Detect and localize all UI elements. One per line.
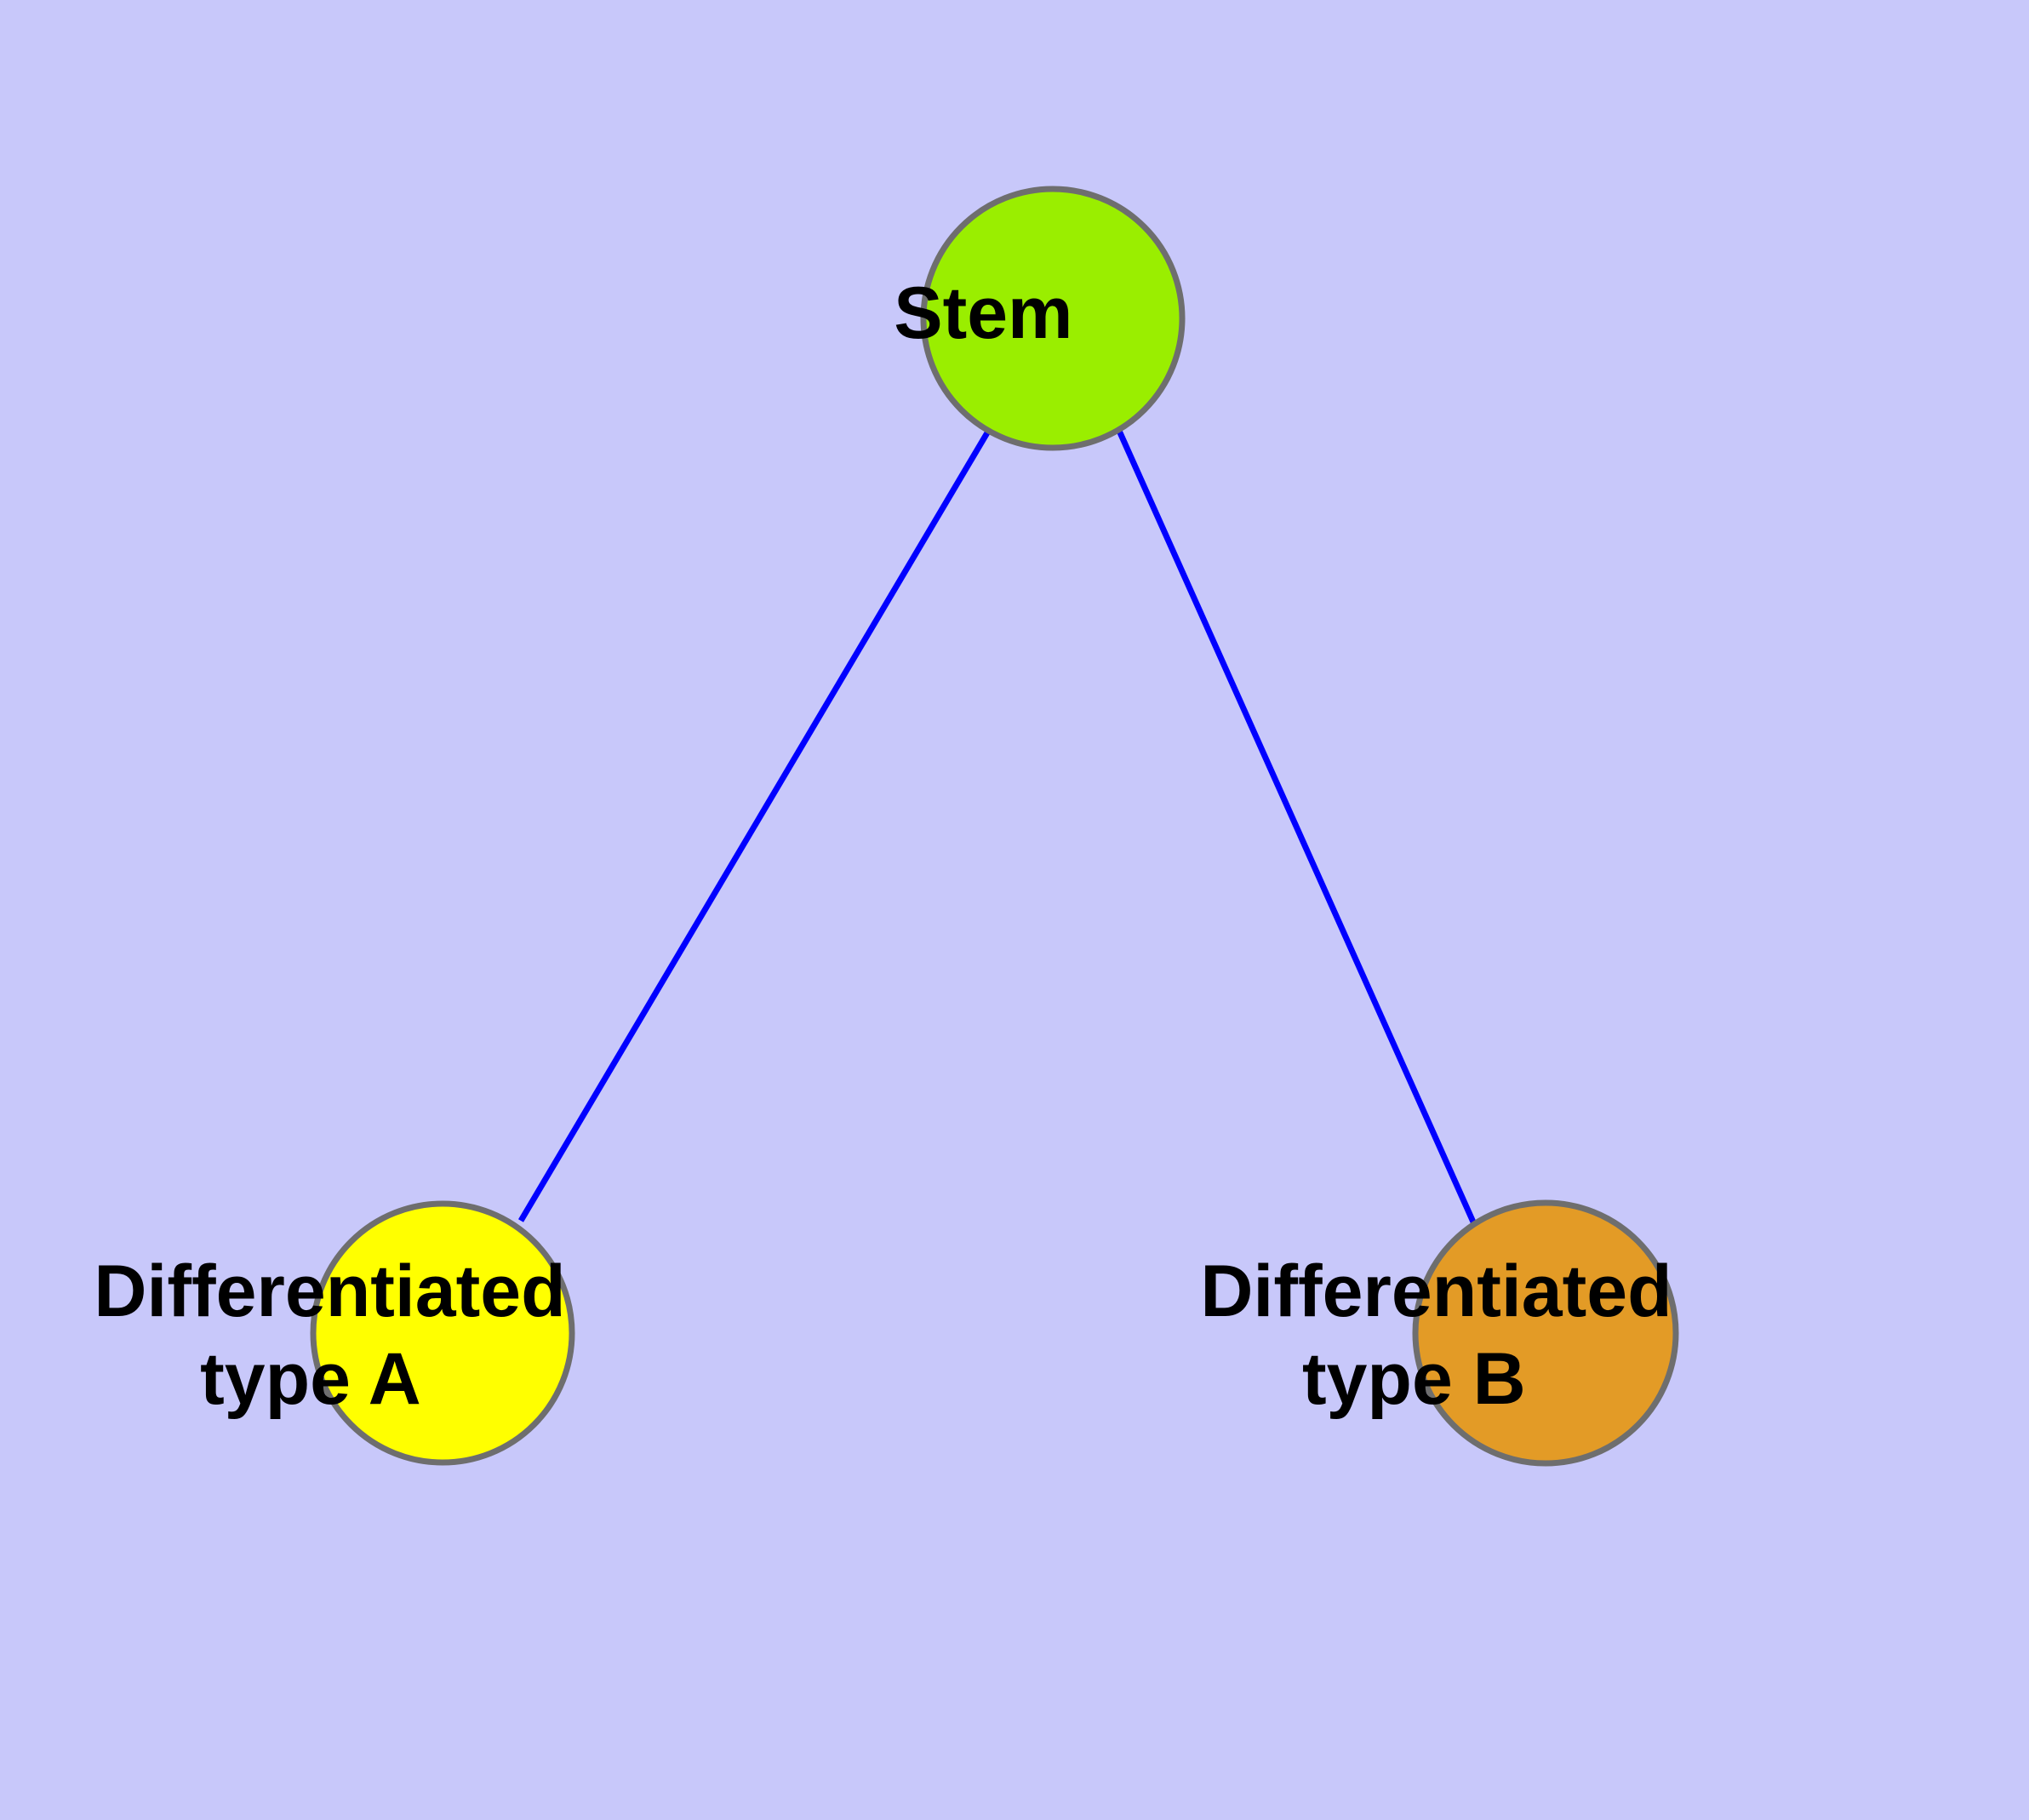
node-diff-a-circle[interactable] (310, 1200, 575, 1466)
node-diff-a-label: Differentiated type A (94, 1251, 748, 1420)
node-diff-a-label-line-1: Differentiated (94, 1251, 565, 1332)
node-layer (310, 186, 1679, 1467)
node-diff-b-label-line-2: type B (1302, 1338, 1526, 1420)
node-stem[interactable] (920, 186, 1186, 451)
node-diff-b-label-line-1: Differentiated (1200, 1251, 1672, 1332)
edge-stem-to-diff-a[interactable] (517, 428, 992, 1222)
node-diff-a-label-line-2: type A (200, 1338, 420, 1420)
edge-stem-to-diff-b[interactable] (1116, 429, 1478, 1228)
node-diff-a[interactable] (310, 1200, 575, 1466)
node-diff-b-label: Differentiated type B (1200, 1251, 1855, 1420)
node-stem-label: Stem (894, 272, 1215, 354)
edge-layer (517, 428, 1478, 1228)
node-diff-b[interactable] (1412, 1199, 1679, 1467)
node-stem-label-line-1: Stem (894, 272, 1072, 354)
node-stem-circle[interactable] (920, 186, 1186, 451)
node-diff-b-circle[interactable] (1412, 1199, 1679, 1467)
label-layer: Stem Differentiated type A Differentiate… (94, 272, 1855, 1420)
